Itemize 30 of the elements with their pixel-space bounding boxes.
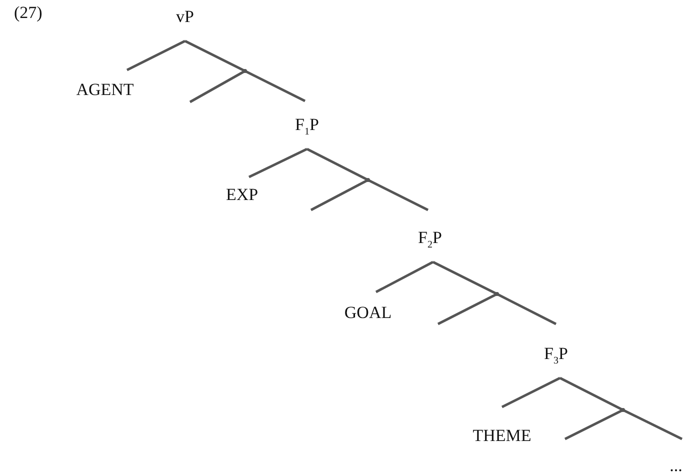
tree-branch	[622, 408, 683, 440]
phrase-label: F$_{2}$P	[418, 228, 442, 248]
tree-branch	[244, 70, 306, 102]
tree-branch	[306, 148, 369, 182]
constituent-label: GOAL	[344, 303, 392, 323]
constituent-label: EXP	[226, 185, 258, 205]
branch-point	[243, 69, 247, 73]
tree-branch	[184, 40, 246, 72]
tree-branch	[310, 178, 369, 212]
tree-branch	[501, 376, 561, 408]
tree-branch	[248, 148, 308, 178]
phrase-label: F$_{1}$P	[295, 115, 319, 135]
tree-branch	[126, 40, 186, 72]
example-number: (27)	[14, 3, 42, 23]
branch-point	[366, 178, 370, 182]
tree-branch	[367, 178, 429, 212]
branch-point	[495, 292, 499, 296]
tree-branch	[496, 292, 557, 326]
tree-branch	[432, 260, 498, 296]
tree-branch	[564, 408, 624, 440]
phrase-label: F$_{3}$P	[544, 344, 568, 364]
tree-branch	[189, 70, 246, 104]
branch-point	[621, 408, 625, 412]
constituent-label: AGENT	[76, 80, 134, 100]
constituent-label: ...	[670, 456, 682, 475]
constituent-label: THEME	[472, 426, 532, 446]
phrase-label: vP	[176, 7, 194, 27]
tree-branch	[559, 376, 624, 412]
tree-branch	[375, 260, 434, 294]
tree-branch	[437, 292, 498, 326]
